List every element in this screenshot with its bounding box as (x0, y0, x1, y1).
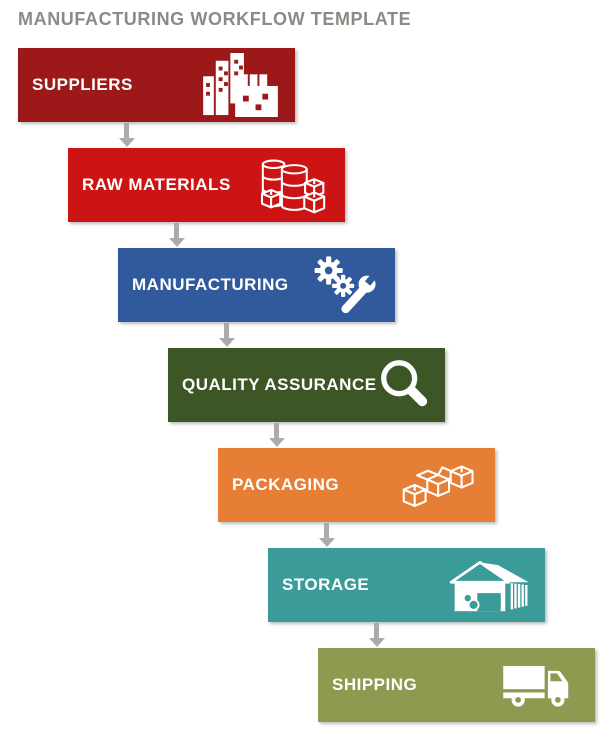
city-buildings-icon (200, 53, 282, 117)
down-arrow (318, 523, 335, 547)
step-shipping: SHIPPING (318, 648, 595, 722)
down-arrow (368, 623, 385, 647)
down-arrow (268, 423, 285, 447)
magnifying-glass-icon (376, 358, 432, 412)
step-label: STORAGE (282, 575, 370, 594)
delivery-truck-icon (494, 661, 582, 709)
step-storage: STORAGE (268, 548, 545, 622)
down-arrow (118, 123, 135, 147)
step-label: SUPPLIERS (32, 75, 133, 94)
step-suppliers: SUPPLIERS (18, 48, 295, 122)
step-manufacturing: MANUFACTURING (118, 248, 395, 322)
warehouse-icon (446, 557, 532, 613)
down-arrow (168, 223, 185, 247)
step-raw-materials: RAW MATERIALS (68, 148, 345, 222)
page-title: MANUFACTURING WORKFLOW TEMPLATE (18, 9, 412, 29)
step-packaging: PACKAGING (218, 448, 495, 522)
open-boxes-icon (396, 459, 482, 511)
step-label: MANUFACTURING (132, 275, 289, 294)
step-quality-assurance: QUALITY ASSURANCE (168, 348, 445, 422)
step-label: SHIPPING (332, 675, 418, 694)
step-label: RAW MATERIALS (82, 175, 231, 194)
step-label: PACKAGING (232, 475, 340, 494)
barrels-and-crates-icon (250, 156, 332, 214)
step-label: QUALITY ASSURANCE (182, 375, 377, 394)
down-arrow (218, 323, 235, 347)
gears-and-wrench-icon (306, 256, 382, 314)
